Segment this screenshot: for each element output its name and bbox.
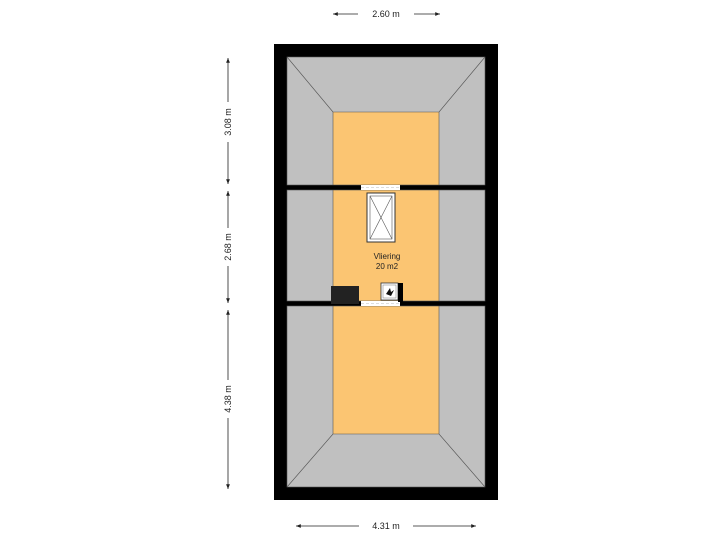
upper-opening bbox=[361, 185, 400, 190]
upper-floor-area bbox=[333, 112, 439, 185]
left-middle-label: 2.68 m bbox=[223, 233, 233, 261]
left-upper-label: 3.08 m bbox=[223, 108, 233, 136]
room-area: 20 m2 bbox=[376, 262, 399, 271]
lower-floor-area bbox=[333, 306, 439, 434]
lower-opening bbox=[361, 301, 400, 306]
upper-section bbox=[286, 56, 486, 186]
top-width-label: 2.60 m bbox=[372, 9, 400, 19]
left-lower-label: 4.38 m bbox=[223, 385, 233, 413]
left-dimensions: 3.08 m 2.68 m 4.38 m bbox=[223, 58, 233, 489]
lower-section bbox=[286, 305, 486, 488]
top-dimension: 2.60 m bbox=[333, 9, 440, 19]
bottom-width-label: 4.31 m bbox=[372, 521, 400, 531]
room-name: Vliering bbox=[374, 252, 401, 261]
stair-edge bbox=[398, 283, 403, 302]
skylight bbox=[366, 192, 396, 243]
chimney-block bbox=[331, 286, 359, 304]
bottom-dimension: 4.31 m bbox=[296, 521, 476, 531]
boiler-symbol bbox=[380, 282, 399, 301]
